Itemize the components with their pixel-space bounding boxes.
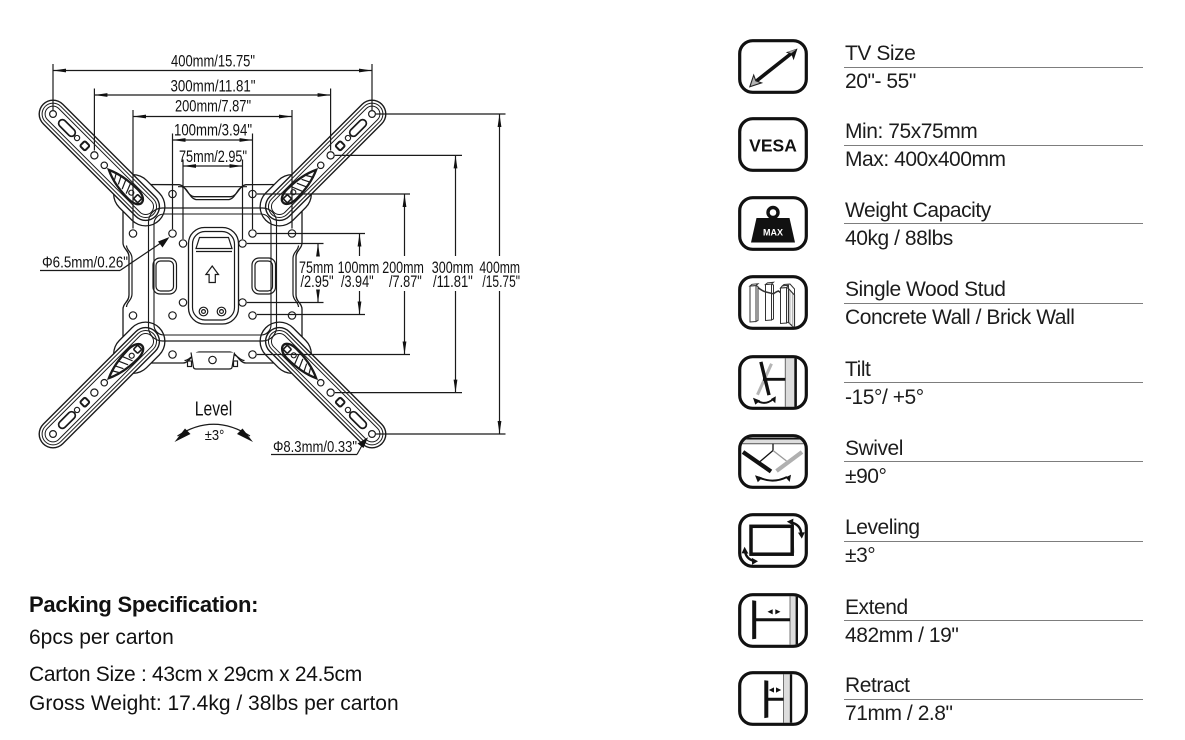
svg-text:300mm/11.81": 300mm/11.81": [171, 77, 256, 96]
svg-text:/7.87": /7.87": [389, 273, 422, 291]
svg-text:±3°: ±3°: [205, 428, 225, 444]
svg-text:100mm/3.94": 100mm/3.94": [174, 121, 252, 140]
svg-text:/2.95": /2.95": [301, 273, 334, 291]
svg-text:200mm: 200mm: [382, 259, 424, 277]
svg-text:100mm: 100mm: [338, 259, 380, 277]
svg-text:MAX: MAX: [763, 227, 783, 237]
svg-text:VESA: VESA: [749, 136, 797, 156]
svg-text:Level: Level: [195, 399, 233, 421]
svg-text:/11.81": /11.81": [433, 273, 473, 291]
svg-text:Φ6.5mm/0.26": Φ6.5mm/0.26": [42, 255, 128, 272]
svg-text:200mm/7.87": 200mm/7.87": [175, 97, 251, 116]
svg-text:/15.75": /15.75": [482, 273, 520, 291]
svg-text:75mm: 75mm: [299, 259, 334, 277]
svg-text:/3.94": /3.94": [341, 273, 374, 291]
svg-text:300mm: 300mm: [432, 259, 474, 277]
svg-text:400mm/15.75": 400mm/15.75": [171, 52, 255, 71]
svg-text:Φ8.3mm/0.33": Φ8.3mm/0.33": [273, 439, 357, 456]
svg-text:75mm/2.95": 75mm/2.95": [179, 147, 247, 166]
svg-text:400mm: 400mm: [479, 259, 520, 277]
